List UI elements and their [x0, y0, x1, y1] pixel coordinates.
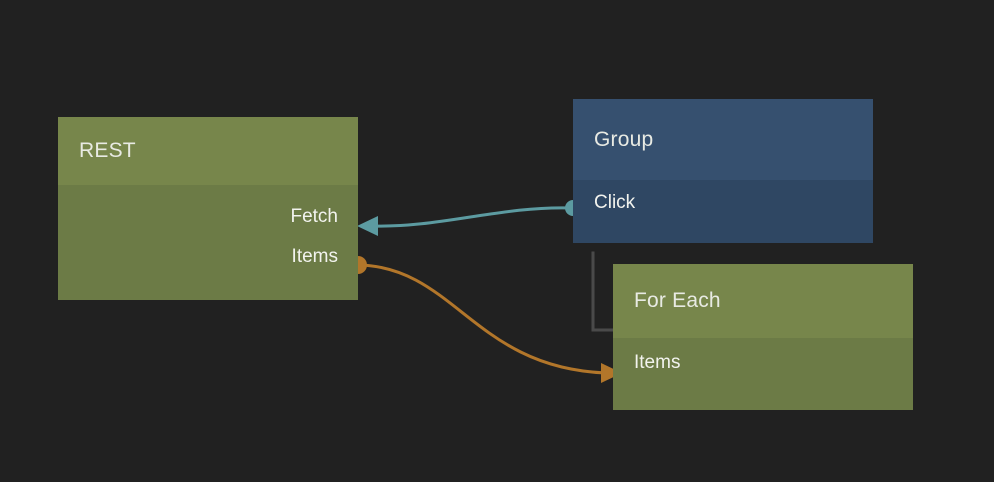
port-rest-fetch[interactable]: Fetch: [58, 197, 358, 237]
node-group-title: Group: [594, 127, 654, 151]
node-rest[interactable]: REST Fetch Items: [58, 117, 358, 300]
edge-click-to-fetch[interactable]: [370, 206, 573, 228]
node-for-each[interactable]: For Each Items: [613, 264, 913, 410]
edge-click-to-fetch-arrowhead: [357, 216, 378, 236]
node-rest-header[interactable]: REST: [58, 117, 358, 185]
port-for-each-items[interactable]: Items: [613, 338, 913, 388]
node-group-header[interactable]: Group: [573, 99, 873, 180]
node-rest-body: Fetch Items: [58, 185, 358, 300]
edge-items-to-items[interactable]: [358, 263, 608, 375]
port-rest-items[interactable]: Items: [58, 237, 358, 277]
port-group-click-label: Click: [594, 192, 636, 213]
node-for-each-body: Items: [613, 338, 913, 410]
port-rest-items-label: Items: [291, 246, 338, 267]
port-rest-fetch-label: Fetch: [290, 206, 338, 227]
node-for-each-header[interactable]: For Each: [613, 264, 913, 338]
node-group-body: Click: [573, 180, 873, 243]
port-for-each-items-label: Items: [634, 352, 681, 373]
group-child-bracket-line: [591, 251, 614, 332]
node-group[interactable]: Group Click: [573, 99, 873, 243]
node-rest-title: REST: [79, 139, 136, 162]
node-for-each-title: For Each: [634, 289, 721, 312]
port-group-click[interactable]: Click: [573, 180, 873, 226]
